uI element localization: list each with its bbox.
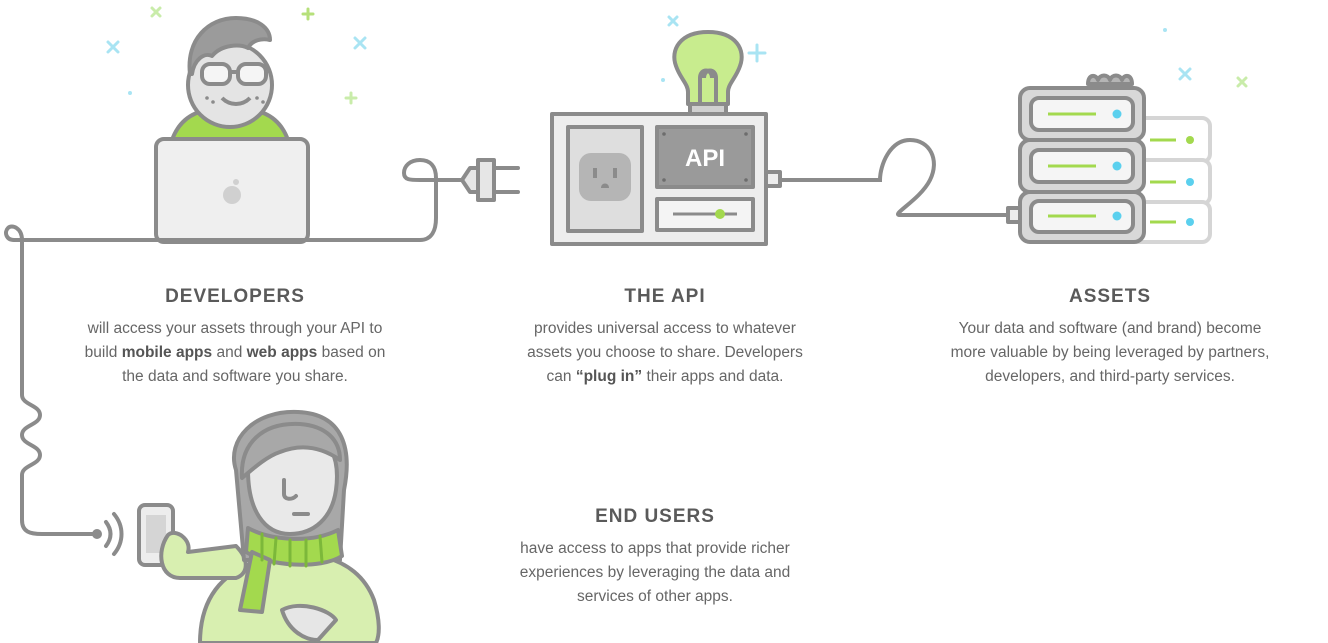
api-description: provides universal access to whatever as… (460, 317, 870, 389)
api-line2: assets you choose to share. Developers (527, 344, 803, 361)
assets-line2: more valuable by being leveraged by part… (950, 344, 1270, 361)
sparkles (106, 6, 1248, 105)
developers-web-apps: web apps (246, 344, 318, 361)
developers-description: will access your assets through your API… (40, 317, 430, 389)
assets-description: Your data and software (and brand) becom… (900, 317, 1320, 389)
end-users-line3: services of other apps. (577, 588, 733, 605)
assets-section: ASSETS Your data and software (and brand… (900, 286, 1320, 389)
developers-line2-pre: build (84, 344, 122, 361)
end-users-line1: have access to apps that provide richer (520, 540, 790, 557)
laptop (146, 137, 318, 244)
lightbulb (672, 30, 744, 116)
end-users-heading: END USERS (595, 506, 715, 527)
developers-line3: the data and software you share. (122, 368, 348, 385)
developers-line2-post: based on (317, 344, 386, 361)
end-users-line2: experiences by leveraging the data and (519, 564, 791, 581)
developers-heading: DEVELOPERS (165, 286, 305, 307)
assets-line1: Your data and software (and brand) becom… (958, 320, 1262, 337)
developer-figure (170, 16, 290, 142)
panel-screws (662, 132, 748, 182)
api-panel-label: API (685, 145, 725, 172)
developers-mobile-apps: mobile apps (121, 344, 213, 361)
end-user-figure (159, 409, 381, 643)
developers-section: DEVELOPERS will access your assets throu… (40, 286, 430, 389)
api-line1: provides universal access to whatever (534, 320, 796, 337)
api-section: THE API provides universal access to wha… (460, 286, 870, 389)
api-box (550, 112, 782, 246)
developers-line2-mid: and (212, 344, 247, 361)
end-users-section: END USERS have access to apps that provi… (470, 506, 840, 609)
signal-waves (92, 512, 124, 556)
end-users-description: have access to apps that provide richer … (470, 537, 840, 609)
api-line3-post: their apps and data. (642, 368, 784, 385)
api-heading: THE API (624, 286, 706, 307)
server-stack (1006, 73, 1212, 244)
plug (460, 158, 520, 202)
developers-line1: will access your assets through your API… (87, 320, 383, 337)
cable (4, 137, 1014, 536)
api-line3-pre: can (546, 368, 576, 385)
api-plug-in: “plug in” (575, 368, 643, 385)
assets-heading: ASSETS (1068, 286, 1152, 307)
assets-line3: developers, and third-party services. (985, 368, 1235, 385)
